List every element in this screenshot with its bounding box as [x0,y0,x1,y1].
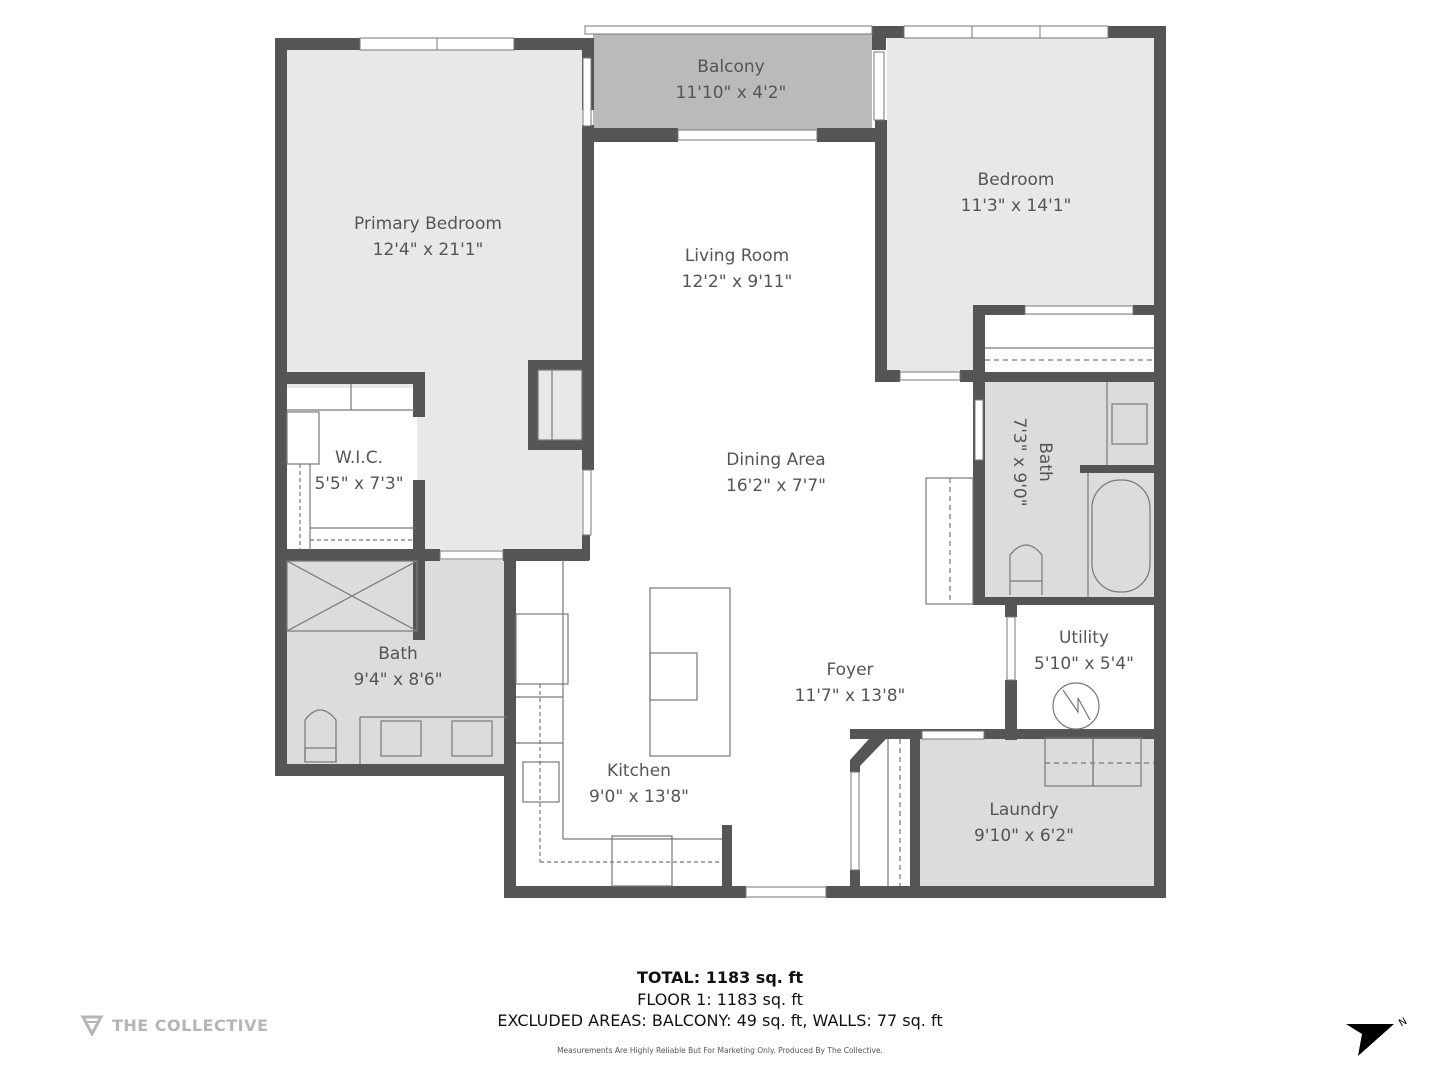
room-dims: 9'4" x 8'6" [353,670,443,690]
room-name: Balcony [697,57,765,77]
bath-2-fill [982,380,1154,598]
floor-area: FLOOR 1: 1183 sq. ft [637,990,803,1009]
room-dims: 12'4" x 21'1" [372,240,484,260]
room-label-laundry: Laundry 9'10" x 6'2" [974,797,1074,849]
room-dims: 5'5" x 7'3" [314,474,404,494]
room-label-balcony: Balcony 11'10" x 4'2" [676,54,787,106]
room-name: Bedroom [977,170,1055,190]
bath-1-fill [287,560,507,764]
wic-shelf [286,411,320,465]
sink [380,720,422,757]
room-label-dining-area: Dining Area 16'2" x 7'7" [726,447,826,499]
room-dims: 5'10" x 5'4" [1034,654,1134,674]
room-label-utility: Utility 5'10" x 5'4" [1034,625,1134,677]
balcony-fill [593,34,872,132]
compass: N [1344,1014,1414,1063]
laundry-fill [919,738,1154,886]
total-area: TOTAL: 1183 sq. ft [636,968,804,987]
room-name: Bath [1035,442,1055,482]
room-label-kitchen: Kitchen 9'0" x 13'8" [589,758,689,810]
room-name: Living Room [684,246,790,266]
room-label-wic: W.I.C. 5'5" x 7'3" [314,445,403,497]
room-name: Kitchen [607,761,671,781]
walls [275,26,1166,898]
room-name: Foyer [826,660,874,680]
kitchen-island [649,587,731,757]
room-name: Dining Area [726,450,826,470]
wic-fill [287,388,417,552]
room-name: Primary Bedroom [354,214,502,234]
stove [611,835,673,887]
north-arrow-icon: N [1346,1016,1409,1056]
dryer [1092,737,1142,787]
sink [1111,403,1148,445]
bedroom-closet-fill [982,315,1154,373]
room-fills [287,34,1154,886]
room-name: Bath [378,644,418,664]
toilet [304,709,337,762]
room-dims: 7'3" x 9'0" [1009,417,1029,507]
room-dims: 9'0" x 13'8" [589,787,689,807]
room-label-bath-1: Bath 9'4" x 8'6" [353,641,442,693]
collective-logo-icon [80,1015,104,1036]
room-dims: 16'2" x 7'7" [726,476,826,496]
sink [451,720,493,757]
room-name: W.I.C. [335,448,383,468]
brand-logo: THE COLLECTIVE [80,1014,268,1036]
room-label-living-room: Living Room 12'2" x 9'11" [682,243,793,295]
water-heater [1052,682,1100,730]
room-name: Laundry [989,800,1059,820]
shower [286,560,418,632]
room-dims: 11'3" x 14'1" [960,196,1072,216]
room-dims: 12'2" x 9'11" [681,272,793,292]
compass-label: N [1397,1016,1409,1029]
room-dims: 11'10" x 4'2" [675,83,787,103]
room-label-foyer: Foyer 11'7" x 13'8" [795,657,906,709]
fixtures [286,347,1154,887]
windows [359,25,1134,898]
excluded-areas: EXCLUDED AREAS: BALCONY: 49 sq. ft, WALL… [497,1011,943,1030]
brand-name: THE COLLECTIVE [112,1015,269,1035]
room-label-bath-2: Bath 7'3" x 9'0" [1006,417,1058,506]
bathtub [1091,479,1151,593]
disclaimer: Measurements Are Highly Reliable But For… [557,1046,883,1055]
room-label-primary-bedroom: Primary Bedroom 12'4" x 21'1" [354,211,502,263]
kitchen-sink [522,761,560,803]
room-label-bedroom: Bedroom 11'3" x 14'1" [961,167,1072,219]
room-dims: 9'10" x 6'2" [974,826,1074,846]
room-name: Utility [1058,628,1109,648]
room-dims: 11'7" x 13'8" [794,686,906,706]
toilet [1009,544,1043,595]
